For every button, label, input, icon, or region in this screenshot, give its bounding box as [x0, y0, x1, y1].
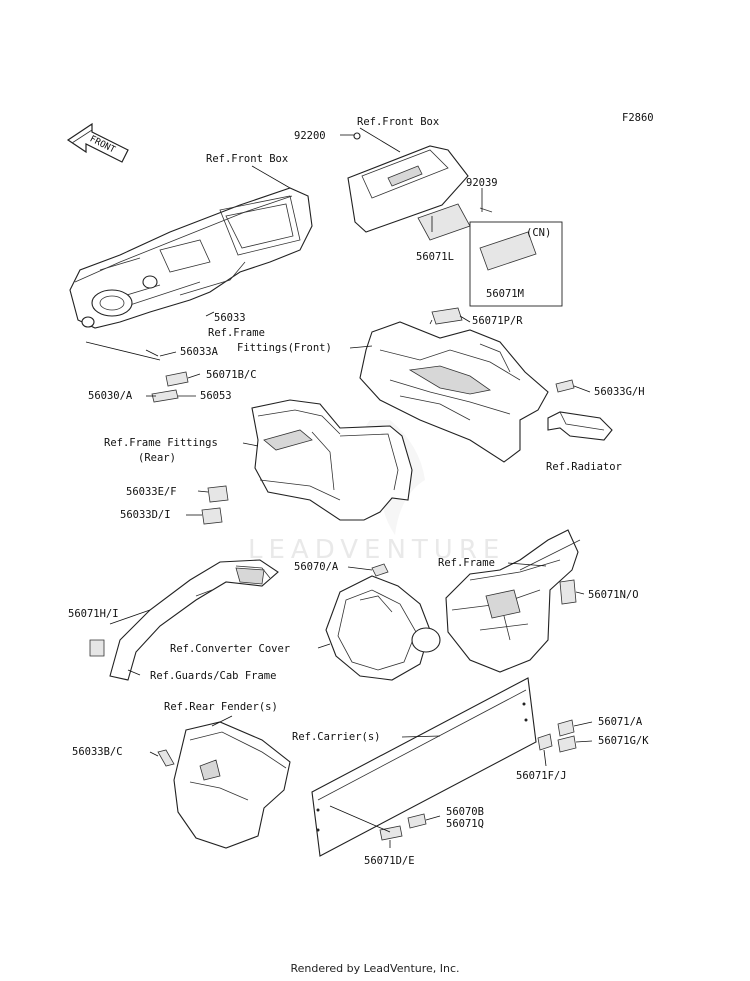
callout-ref-rear-fender: Ref.Rear Fender(s): [164, 701, 278, 713]
label-56071B-C: [165, 371, 189, 387]
rear-fender: [173, 721, 291, 849]
callout-56070B: 56070B: [446, 806, 484, 818]
label-56071N-O: [559, 579, 577, 605]
callout-ref-front-box-left: Ref.Front Box: [206, 153, 288, 165]
callout-ref-guards-cab: Ref.Guards/Cab Frame: [150, 670, 276, 682]
callout-ref-frame-front-1: Ref.Frame: [208, 327, 265, 339]
callout-ref-frame-rear-1: Ref.Frame Fittings: [104, 437, 218, 449]
watermark-text: LEADVENTURE: [248, 535, 505, 565]
callout-56033D-I: 56033D/I: [120, 509, 171, 521]
callout-56071N-O: 56071N/O: [588, 589, 639, 601]
footer-credit: Rendered by LeadVenture, Inc.: [290, 962, 460, 975]
main-frame: [445, 529, 581, 673]
frame-fittings-rear: [251, 399, 413, 521]
label-56071G-K: [557, 735, 577, 753]
front-box-lid: [347, 132, 469, 233]
label-56071M: [479, 231, 537, 271]
callout-56071H-I: 56071H/I: [68, 608, 119, 620]
callout-56033B-C: 56033B/C: [72, 746, 123, 758]
callout-ref-front-box-top: Ref.Front Box: [357, 116, 439, 128]
label-56070-A: [371, 563, 389, 577]
callout-56033G-H: 56033G/H: [594, 386, 645, 398]
label-56071H-I: [89, 639, 105, 657]
front-arrow-icon: FRONT: [66, 122, 129, 163]
carrier-panel: [311, 677, 537, 857]
callout-ref-frame-front-2: Fittings(Front): [237, 342, 332, 354]
label-56071-A: [557, 719, 575, 737]
callout-56053: 56053: [200, 390, 232, 402]
callout-cn: (CN): [526, 227, 551, 239]
callout-ref-radiator: Ref.Radiator: [546, 461, 622, 473]
callout-56033A: 56033A: [180, 346, 219, 358]
label-56070B: [407, 813, 427, 829]
label-56030-A: [151, 389, 179, 403]
guard-cab-frame: [109, 559, 279, 681]
label-56033D-I: [201, 507, 223, 525]
callout-56033: 56033: [214, 312, 246, 324]
converter-cover: [325, 575, 441, 681]
callout-56070-A: 56070/A: [294, 561, 339, 573]
callout-labels: Ref.Front Box 92200 92039 Ref.Front Box …: [68, 116, 649, 867]
figure-code: F2860: [622, 112, 654, 124]
callout-92200: 92200: [294, 130, 326, 142]
callout-ref-frame-rear-2: (Rear): [138, 452, 176, 464]
callout-56071-A: 56071/A: [598, 716, 643, 728]
callout-56033E-F: 56033E/F: [126, 486, 177, 498]
label-56071D-E: [379, 825, 403, 841]
label-56071F-J: [537, 733, 553, 751]
callout-56071D-E: 56071D/E: [364, 855, 415, 867]
label-56033G-H: [555, 379, 575, 393]
label-56033E-F: [207, 485, 229, 503]
callout-56071L: 56071L: [416, 251, 454, 263]
callout-56071B-C: 56071B/C: [206, 369, 257, 381]
callout-92039: 92039: [466, 177, 498, 189]
leader-lines: [85, 127, 593, 848]
callout-56030-A: 56030/A: [88, 390, 133, 402]
label-56033B-C: [157, 749, 175, 767]
cn-box: [469, 221, 563, 307]
callout-56071G-K: 56071G/K: [598, 735, 649, 747]
callout-ref-frame: Ref.Frame: [438, 557, 495, 569]
callout-ref-carriers: Ref.Carrier(s): [292, 731, 381, 743]
callout-56071F-J: 56071F/J: [516, 770, 567, 782]
label-56071P-R: [431, 307, 463, 325]
radiator-bracket: [547, 411, 613, 441]
callout-56071Q: 56071Q: [446, 818, 484, 830]
callout-56071M: 56071M: [486, 288, 524, 300]
frame-fittings-front: [359, 321, 549, 463]
callout-56071P-R: 56071P/R: [472, 315, 523, 327]
callout-ref-converter-cover: Ref.Converter Cover: [170, 643, 290, 655]
dashboard-assembly: [69, 187, 313, 329]
